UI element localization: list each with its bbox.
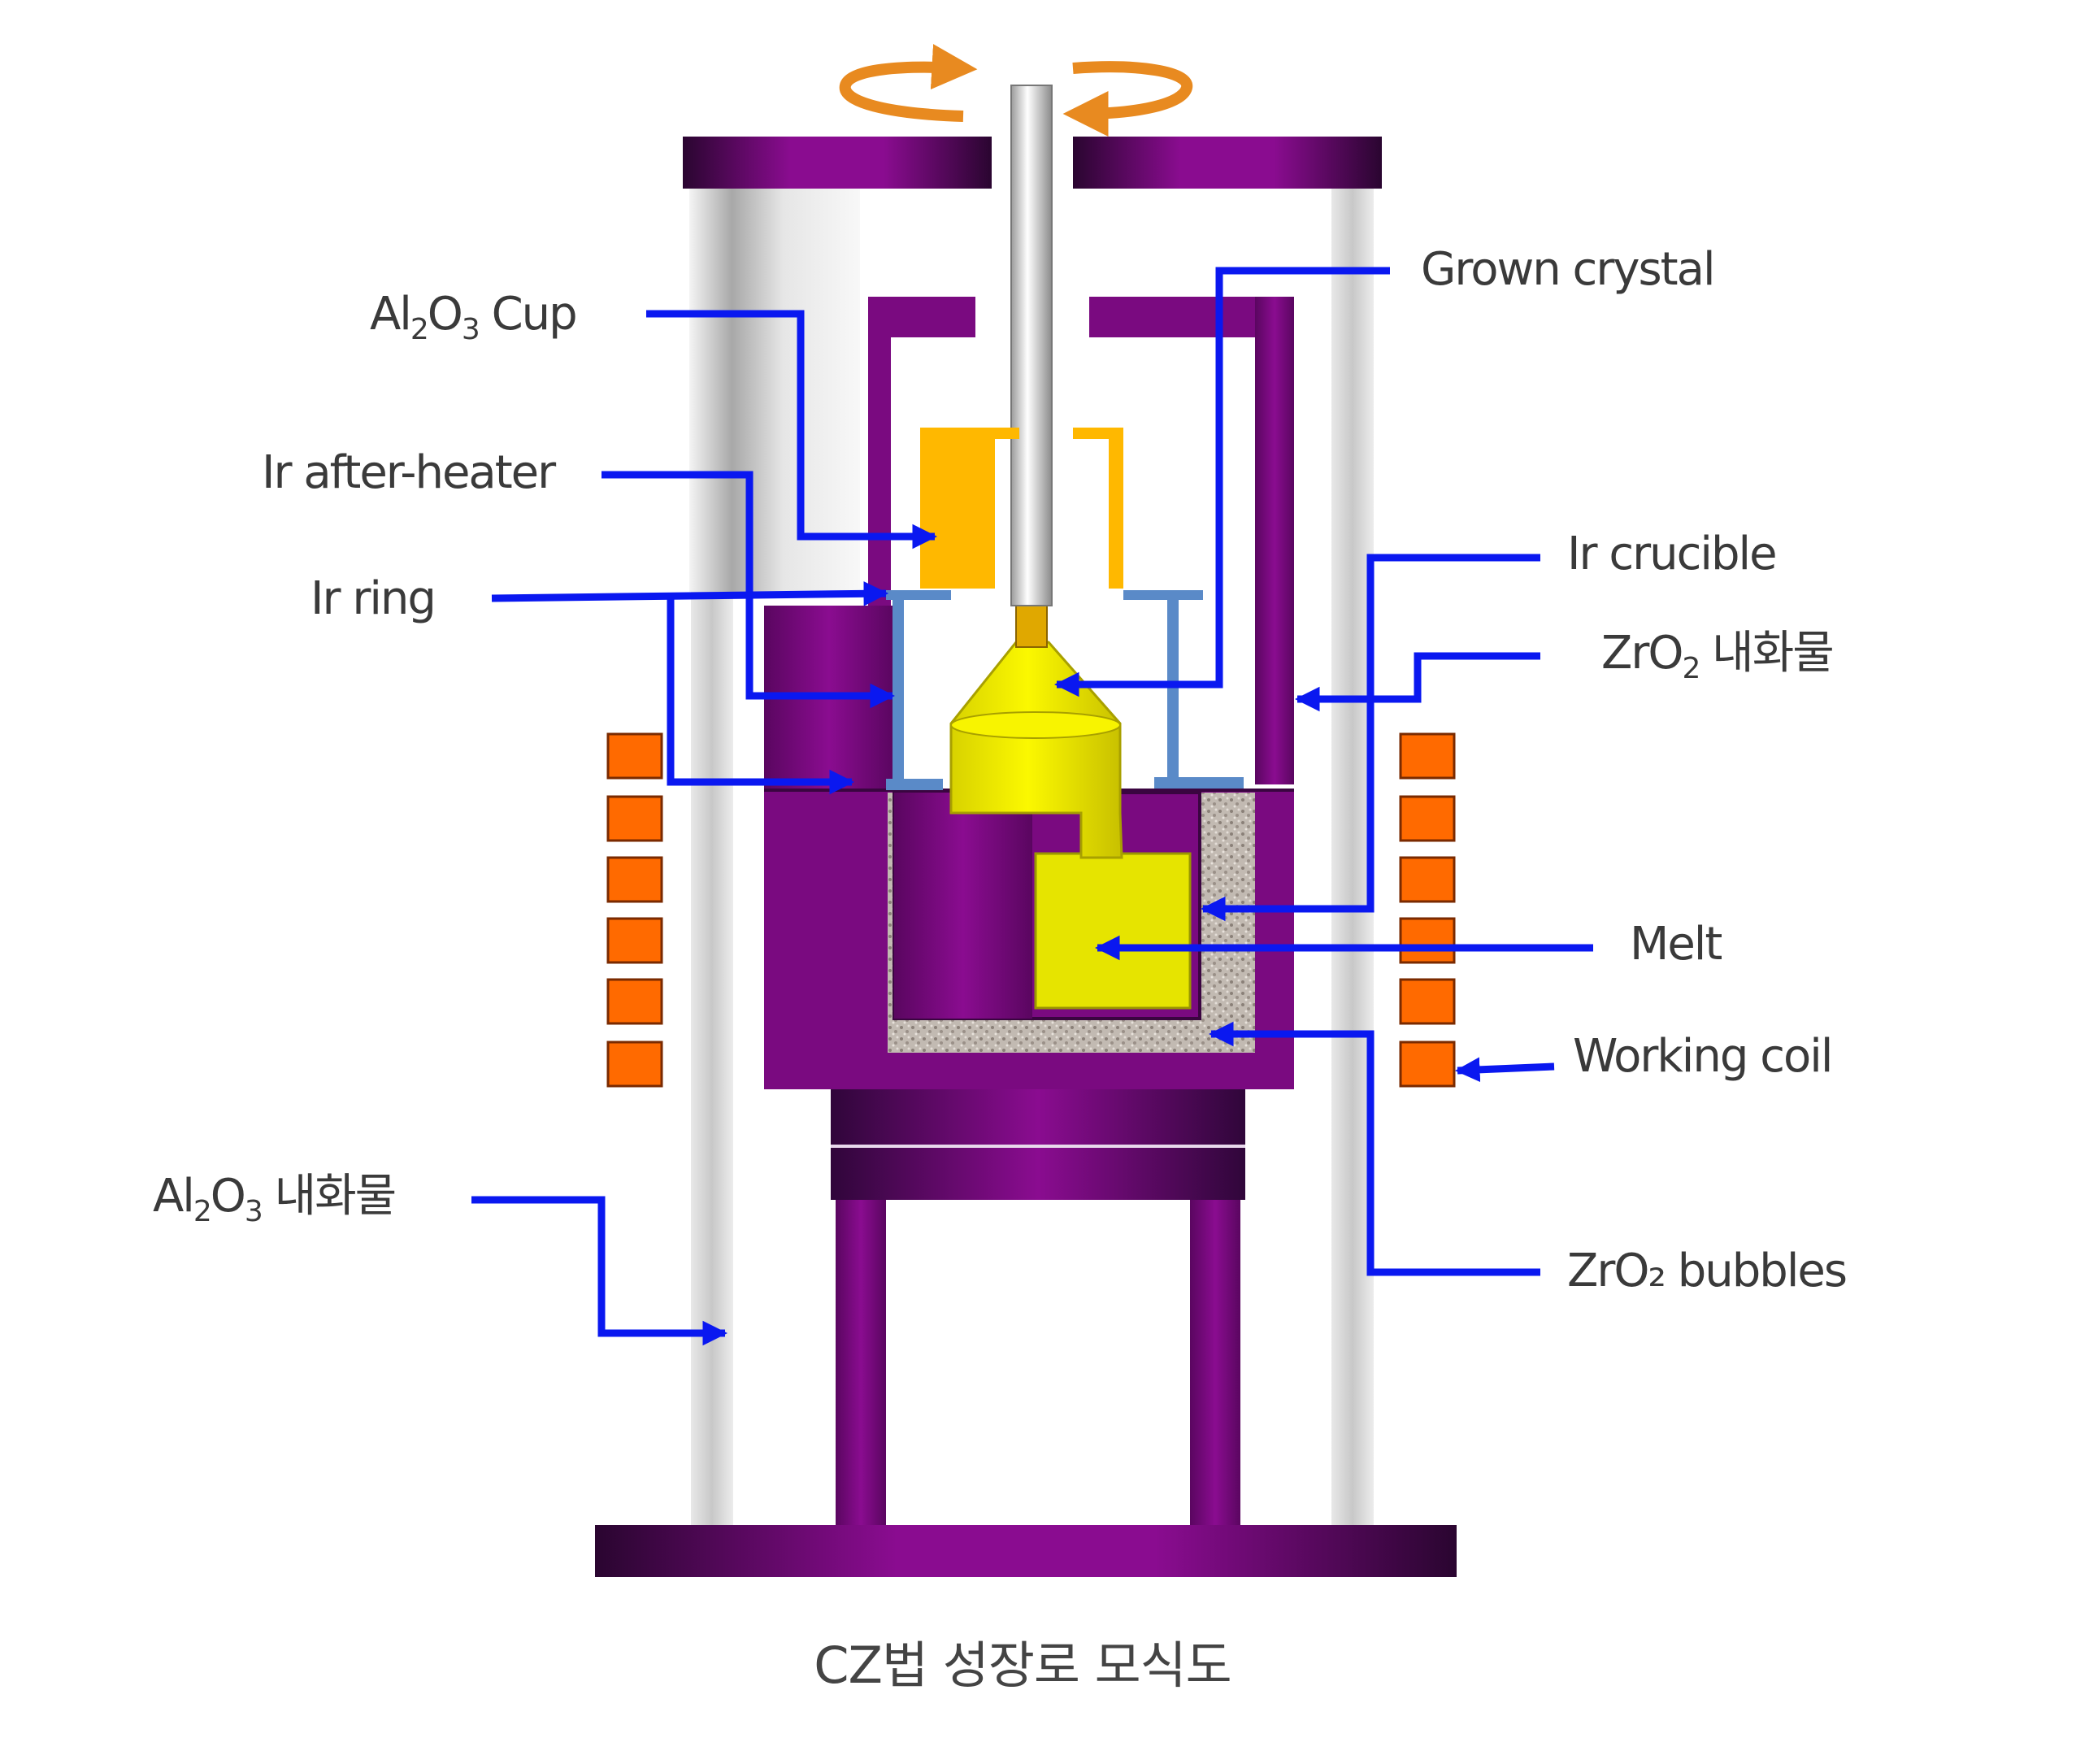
al2o3-cup-right-lip — [1073, 428, 1120, 439]
al2o3-cup-left-lip — [995, 428, 1019, 439]
inner-wall-left — [868, 297, 891, 606]
pedestal-lower — [831, 1148, 1245, 1200]
outer-tube-right — [1331, 185, 1374, 1525]
leader-ir-crucible — [1200, 554, 1540, 922]
leader-grown-crystal — [1053, 267, 1390, 697]
pedestal-upper — [831, 1089, 1245, 1145]
ir-after-heater-left — [886, 590, 951, 790]
al2o3-cup-right — [1109, 428, 1123, 589]
label-zro2-refractory: ZrO2 내화물 — [1601, 627, 1833, 685]
top-plate-left — [683, 137, 992, 189]
label-ir-crucible: Ir crucible — [1567, 528, 1776, 580]
crucible-dark-block — [894, 793, 1032, 1019]
leader-working-coil — [1454, 1057, 1555, 1083]
leader-lines — [471, 267, 1593, 1346]
leader-ir-ring-lower — [667, 598, 855, 795]
leader-al2o3-cup — [646, 310, 938, 550]
working-coil-left — [606, 732, 663, 1088]
top-plate-right — [1073, 137, 1382, 189]
leg-left — [836, 1200, 886, 1525]
melt — [1034, 852, 1192, 1010]
crystal-shoulder — [950, 711, 1121, 739]
label-ir-ring: Ir ring — [311, 572, 435, 625]
leader-zro2-bubbles — [1208, 1021, 1540, 1276]
leader-zro2-refractory — [1294, 652, 1540, 712]
label-working-coil: Working coil — [1573, 1030, 1831, 1083]
label-al2o3-cup: Al2O3 Cup — [370, 288, 576, 346]
al2o3-cup-left — [920, 428, 995, 589]
leader-ir-ring-upper — [491, 581, 889, 606]
leader-ir-after-heater — [602, 471, 896, 709]
ir-after-heater-right — [1123, 590, 1244, 789]
label-grown-crystal: Grown crystal — [1421, 243, 1714, 296]
inner-wall-right — [1255, 297, 1294, 784]
working-coil-right — [1399, 732, 1456, 1088]
outer-tube-left-upper — [689, 185, 860, 592]
rotation-arrow-icon — [839, 44, 1193, 137]
label-al2o3-refractory: Al2O3 내화물 — [153, 1170, 395, 1228]
label-zro2-bubbles: ZrO₂ bubbles — [1567, 1245, 1846, 1297]
leader-al2o3-refractory — [471, 1196, 728, 1346]
base-plate — [595, 1525, 1457, 1577]
label-ir-after-heater: Ir after-heater — [262, 446, 557, 499]
pull-rod — [1010, 85, 1053, 606]
label-melt: Melt — [1630, 918, 1722, 971]
leg-right — [1190, 1200, 1240, 1525]
outer-tube-left-lower — [691, 592, 733, 1525]
seed-holder — [1015, 602, 1048, 648]
diagram-caption: CZ법 성장로 모식도 — [814, 1636, 1231, 1695]
